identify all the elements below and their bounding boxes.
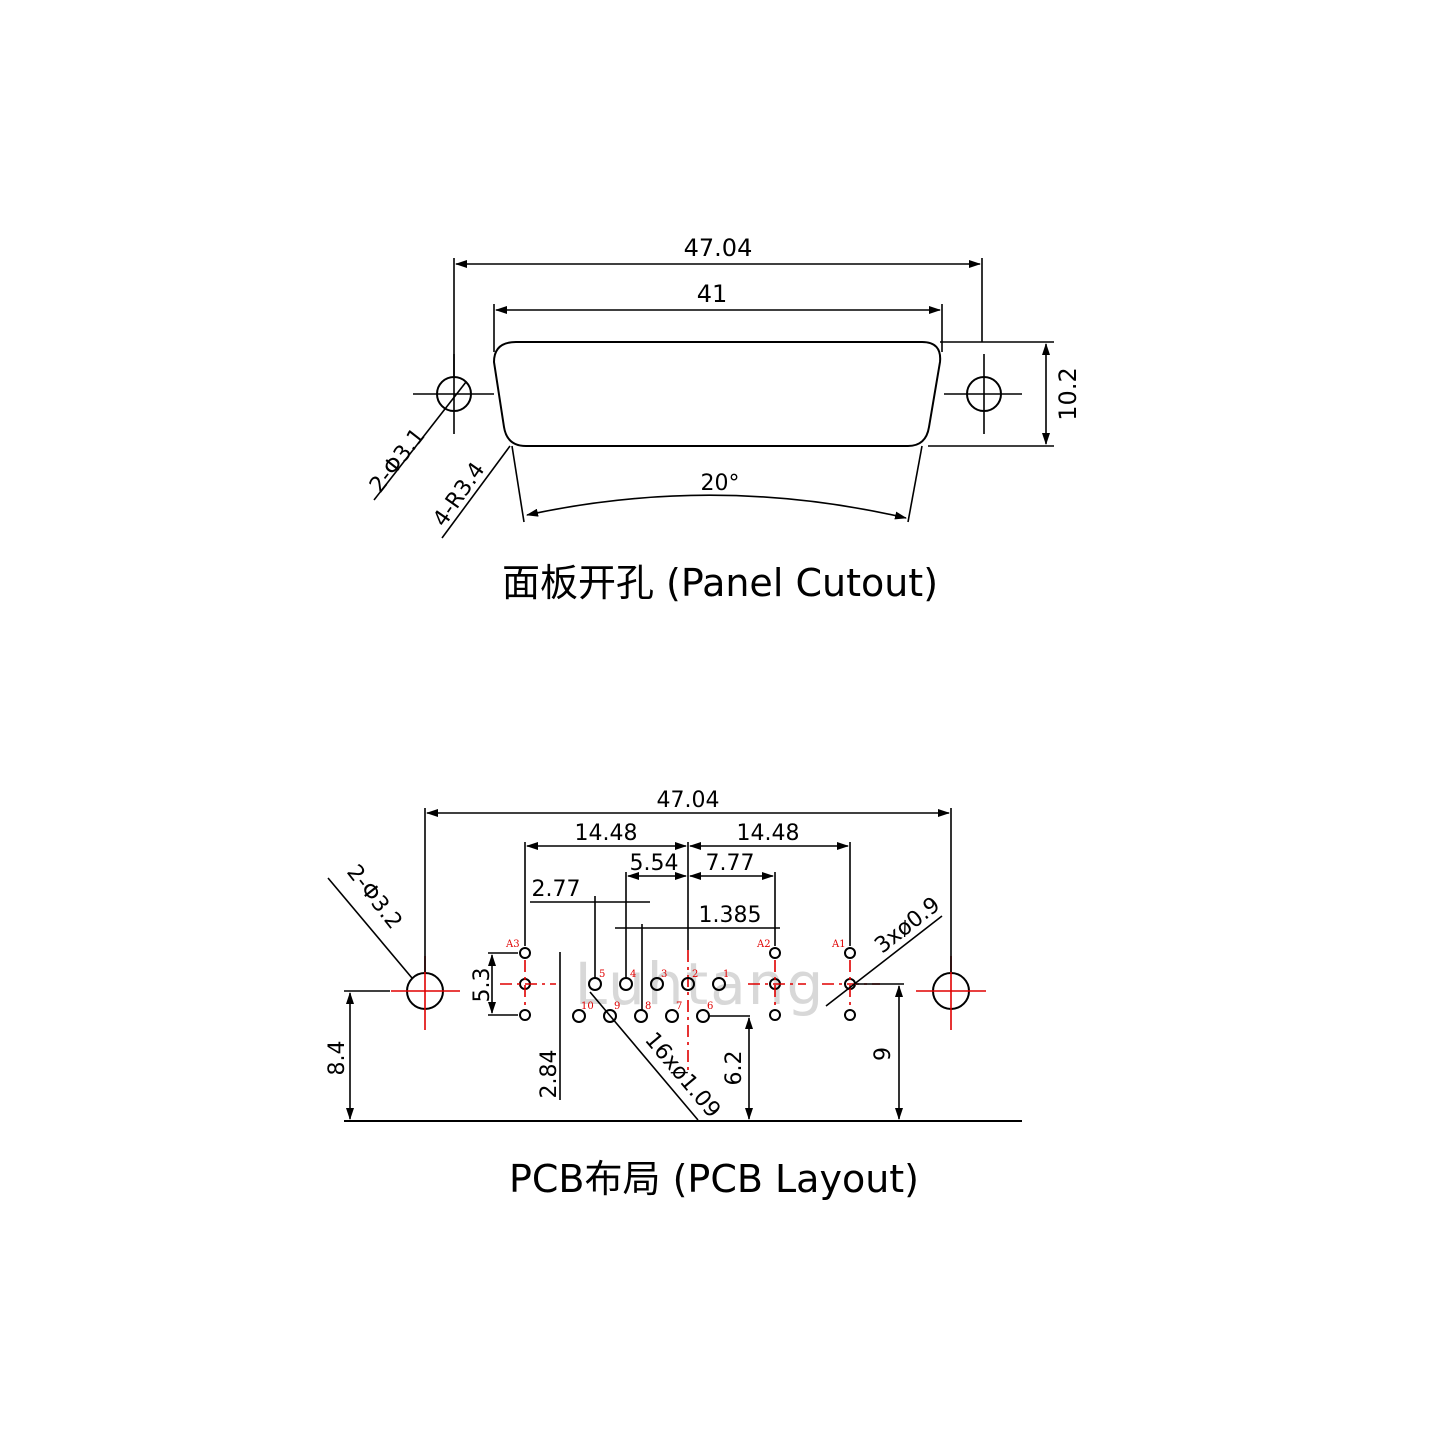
pin-label-1: 1 [723,969,729,980]
pcb-pitch-1385-label: 1.385 [699,903,762,928]
pcb-pitch-777-label: 7.77 [706,851,755,876]
pcb-row-height-label: 2.84 [537,1050,562,1099]
pcb-contact-a3: A3 [500,939,556,1021]
pcb-pin-height-dimension: 6.2 [709,1015,753,1120]
pcb-row-spacing-dimension: 5.3 [470,952,518,1016]
pcb-coax-callout-label: 3xø0.9 [870,893,945,959]
pin-1 [712,977,726,991]
panel-angle-dimension: 20° [511,445,923,523]
pcb-coax-height-label: 9 [871,1047,896,1061]
pcb-pitch-554-label: 5.54 [630,851,679,876]
watermark-logo: Luhtang [575,950,826,1018]
pin-label-7: 7 [676,1001,682,1012]
pcb-hole-height-dimension: 8.4 [325,990,390,1120]
pin-label-5: 5 [599,969,605,980]
panel-hole-callout-label: 2-Φ3.1 [365,424,430,498]
pin-2 [681,977,695,991]
panel-opening-width-label: 41 [697,280,728,308]
pin-label-3: 3 [661,969,667,980]
pcb-coax-height-dimension: 9 [856,983,904,1120]
pcb-mount-hole-callout: 2-Φ3.2 [327,860,413,979]
pcb-pitch-277-label: 2.77 [532,877,581,902]
panel-cutout-view: 47.04 41 10.2 20° 2-Φ3.1 [365,234,1082,605]
panel-hole-callout: 2-Φ3.1 [365,381,467,501]
pin-8 [634,1009,648,1023]
panel-height-label: 10.2 [1054,367,1082,420]
pcb-row-height-dimension: 2.84 [537,952,562,1100]
pin-label-6: 6 [707,1001,713,1012]
pcb-hole-height-label: 8.4 [325,1041,350,1076]
pcb-left-offset-label: 14.48 [575,821,638,846]
pcb-layout-caption: PCB布局 (PCB Layout) [509,1157,919,1201]
pcb-pitch-277-dimension: 2.77 [530,877,650,978]
pin-7 [665,1009,679,1023]
pcb-row-spacing-label: 5.3 [470,968,495,1003]
pin-label-a2: A2 [756,939,771,950]
pcb-layout-view: Luhtang A3 [325,788,1022,1201]
panel-radius-callout-label: 4-R3.4 [428,458,490,531]
right-mounting-hole [944,354,1022,434]
panel-overall-width-label: 47.04 [684,234,753,262]
pin-9 [603,1009,617,1023]
pcb-overall-width-label: 47.04 [657,788,720,813]
pin-label-4: 4 [630,969,636,980]
pin-label-a1: A1 [831,939,846,950]
pcb-mount-hole-callout-label: 2-Φ3.2 [341,860,406,934]
pcb-overall-width-dimension: 47.04 [424,788,952,972]
panel-radius-callout: 4-R3.4 [428,445,511,539]
pcb-pitch-554-777-dimensions: 5.54 7.77 [625,851,776,978]
pin-label-8: 8 [645,1001,651,1012]
pcb-contact-a2: A2 [748,939,806,1021]
pin-label-9: 9 [614,1001,620,1012]
pin-10 [572,1009,586,1023]
panel-height-dimension: 10.2 [928,341,1082,447]
pin-label-10: 10 [581,1001,594,1012]
panel-opening-width-dimension: 41 [493,280,943,352]
pin-label-a3: A3 [505,939,520,950]
panel-cutout-caption: 面板开孔 (Panel Cutout) [502,561,938,605]
pin-3 [650,977,664,991]
panel-angle-label: 20° [701,471,740,496]
pcb-right-offset-label: 14.48 [737,821,800,846]
panel-overall-width-dimension: 47.04 [453,234,983,376]
pcb-pin-height-label: 6.2 [722,1051,747,1086]
pcb-contact-a1: A1 [822,939,880,1021]
d-sub-cutout-outline [492,341,942,447]
pcb-signal-pins: 1 2 3 4 5 6 7 8 9 10 [572,950,729,1070]
pcb-signal-callout-label: 16xø1.09 [639,1028,725,1123]
pcb-pitch-1385-dimension: 1.385 [615,903,780,1010]
pcb-offset-dimensions: 14.48 14.48 [524,821,851,950]
pin-label-2: 2 [692,969,698,980]
